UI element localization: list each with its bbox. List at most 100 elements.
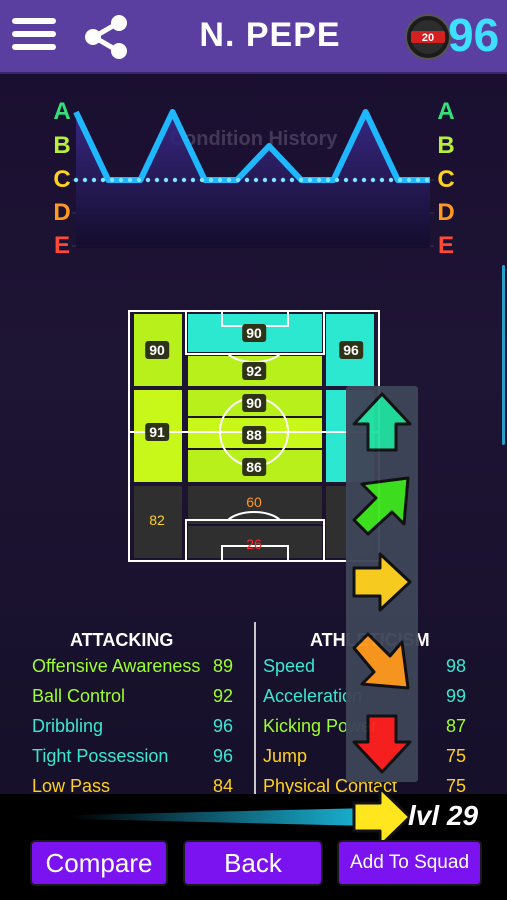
history-point [406, 177, 412, 183]
grade-label-b: B [53, 132, 71, 159]
arrow-right-icon[interactable] [350, 550, 414, 614]
stat-value: 75 [445, 746, 466, 766]
history-point [424, 177, 430, 183]
zone-center-mid-top: 90 [242, 394, 266, 412]
history-point [307, 177, 313, 183]
stat-value: 98 [445, 656, 466, 676]
hamburger-menu-icon[interactable] [12, 18, 56, 52]
history-point [163, 177, 169, 183]
arrow-down-right-icon[interactable] [350, 630, 414, 694]
stat-value: 99 [445, 686, 466, 706]
history-point [415, 177, 421, 183]
stat-name: Offensive Awareness [32, 656, 201, 676]
level-arrow-icon [352, 786, 412, 848]
history-point [154, 177, 160, 183]
zone-left-mid: 91 [145, 423, 169, 441]
year-badge-icon: 20 [405, 14, 451, 60]
history-point [280, 177, 286, 183]
history-point [388, 177, 394, 183]
stat-value: 96 [212, 716, 233, 736]
stat-value: 96 [212, 746, 233, 766]
history-point [127, 177, 133, 183]
scrollbar-thumb[interactable] [502, 265, 505, 445]
grade-label-c: C [53, 166, 71, 193]
position-heatmap: 90 90 96 92 90 91 88 86 82 60 26 [128, 310, 380, 562]
zone-center-upper: 92 [242, 362, 266, 380]
history-point [235, 177, 241, 183]
zone-top-center: 90 [242, 324, 266, 342]
history-point [397, 177, 403, 183]
player-name: N. PEPE [199, 16, 341, 54]
history-point [361, 177, 367, 183]
grade-label-b: B [437, 132, 455, 159]
history-point [208, 177, 214, 183]
zone-center-lower: 60 [246, 494, 262, 510]
overall-rating: 96 [448, 9, 500, 61]
attacking-title: ATTACKING [70, 630, 174, 650]
stat-name: Tight Possession [32, 746, 169, 766]
history-point [271, 177, 277, 183]
zone-left-upper: 90 [145, 341, 169, 359]
history-point [199, 177, 205, 183]
history-point [370, 177, 376, 183]
grade-label-d: D [437, 199, 455, 226]
history-point [181, 177, 187, 183]
level-label: lvl 29 [408, 800, 479, 831]
history-point [379, 177, 385, 183]
history-point [343, 177, 349, 183]
history-point [352, 177, 358, 183]
back-button[interactable]: Back [183, 840, 323, 886]
history-point [100, 177, 106, 183]
stat-name: Jump [263, 746, 308, 766]
add-to-squad-button[interactable]: Add To Squad [337, 840, 482, 886]
stat-name: Speed [263, 656, 316, 676]
zone-center-mid-low: 86 [242, 458, 266, 476]
history-point [217, 177, 223, 183]
stat-value: 84 [212, 776, 233, 796]
zone-center-circle: 88 [242, 426, 266, 444]
stats-divider [254, 622, 256, 794]
zone-left-lower: 82 [149, 512, 165, 528]
history-point [73, 177, 79, 183]
history-point [262, 177, 268, 183]
top-header: N. PEPE 20 96 [0, 0, 507, 74]
history-point [91, 177, 97, 183]
history-point [136, 177, 142, 183]
history-caption: Condition History [169, 128, 338, 150]
grade-label-e: E [437, 232, 454, 259]
history-point [82, 177, 88, 183]
stat-name: Dribbling [32, 716, 104, 736]
stat-name: Ball Control [32, 686, 126, 706]
stat-name: Acceleration [263, 686, 363, 706]
history-point [244, 177, 250, 183]
grade-label-a: A [53, 98, 71, 125]
grade-label-c: C [437, 166, 455, 193]
arrow-up-icon[interactable] [350, 390, 414, 454]
history-point [109, 177, 115, 183]
history-point [145, 177, 151, 183]
history-point [316, 177, 322, 183]
history-point [298, 177, 304, 183]
history-point [226, 177, 232, 183]
history-point [190, 177, 196, 183]
grade-label-a: A [437, 98, 455, 125]
compare-button[interactable]: Compare [30, 840, 168, 886]
history-point [289, 177, 295, 183]
stat-value: 89 [212, 656, 233, 676]
history-point [172, 177, 178, 183]
history-point [325, 177, 331, 183]
stat-name: Low Pass [32, 776, 111, 796]
grade-label-e: E [53, 232, 70, 259]
stat-value: 87 [445, 716, 466, 736]
condition-history-chart [72, 109, 434, 248]
arrow-up-right-icon[interactable] [350, 472, 414, 536]
grade-label-d: D [53, 199, 71, 226]
history-point [334, 177, 340, 183]
history-point [118, 177, 124, 183]
zone-right-upper: 96 [339, 341, 363, 359]
share-icon[interactable] [82, 14, 130, 60]
badge-text: 20 [422, 32, 434, 44]
stat-value: 92 [212, 686, 233, 706]
arrow-down-icon[interactable] [350, 712, 414, 776]
zone-goal-area: 26 [246, 536, 262, 552]
